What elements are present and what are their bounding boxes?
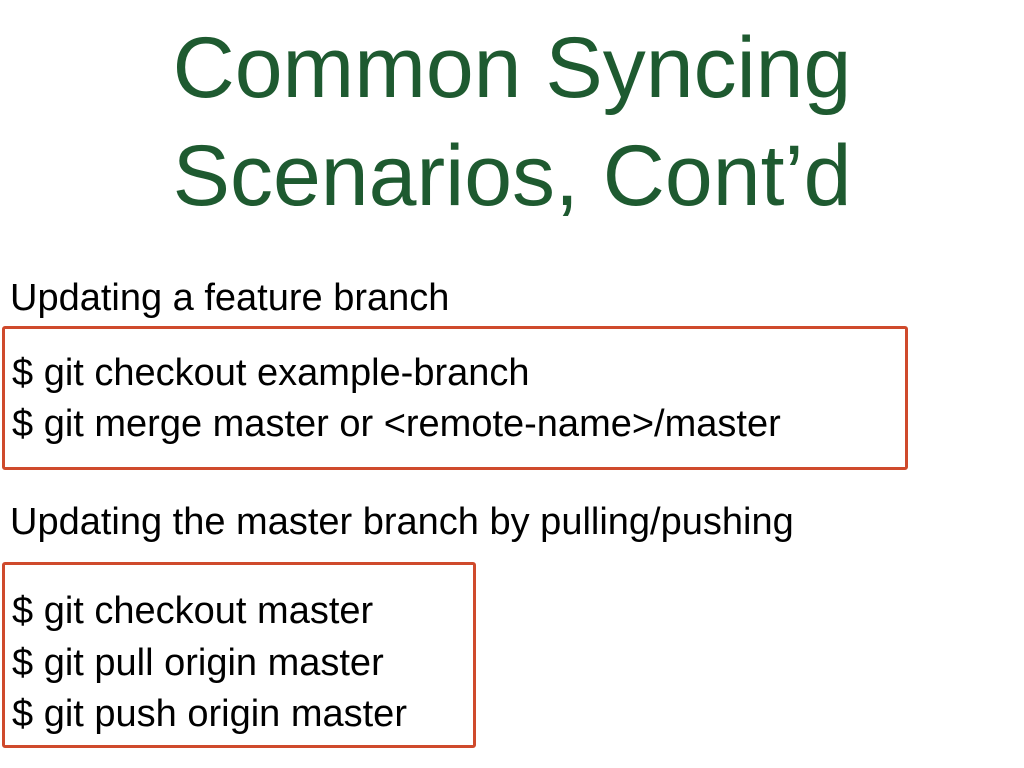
title-line-1: Common Syncing: [172, 20, 852, 116]
feature-branch-heading: Updating a feature branch: [10, 277, 450, 319]
slide-title: Common Syncing Scenarios, Cont’d: [0, 14, 1024, 230]
command-line: $ git checkout master: [12, 590, 374, 632]
command-line: $ git merge master or <remote-name>/mast…: [12, 403, 781, 445]
command-line: $ git checkout example-branch: [12, 352, 530, 394]
feature-branch-command-box: $ git checkout example-branch $ git merg…: [2, 326, 908, 470]
title-line-2: Scenarios, Cont’d: [172, 128, 852, 224]
master-branch-command-box: $ git checkout master $ git pull origin …: [2, 562, 476, 748]
master-branch-heading: Updating the master branch by pulling/pu…: [10, 501, 794, 543]
command-line: $ git pull origin master: [12, 642, 384, 684]
command-line: $ git push origin master: [12, 693, 407, 735]
